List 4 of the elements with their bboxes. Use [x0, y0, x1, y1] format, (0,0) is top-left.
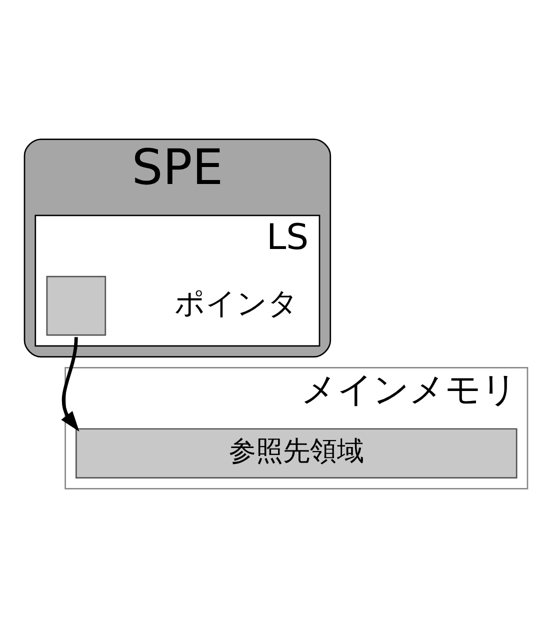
node-box: 参照先領域	[75, 428, 518, 478]
arrow	[61, 336, 80, 432]
node-label: ポインタ	[174, 286, 299, 321]
node-box	[46, 275, 106, 336]
